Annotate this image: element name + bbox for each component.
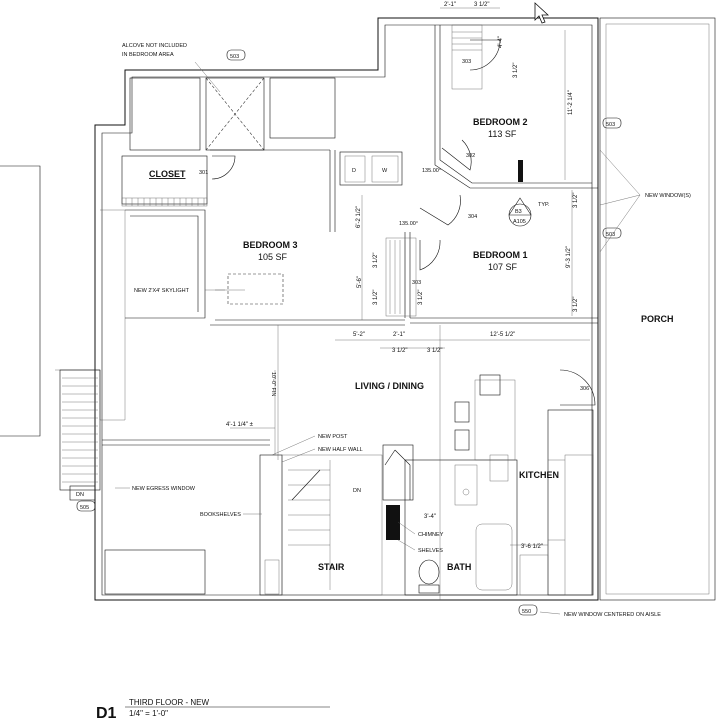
dim-top1: 2'-1"	[444, 2, 456, 8]
note-bookshelves: BOOKSHELVES	[200, 512, 241, 518]
dim-b3-5-6: 5'-6"	[357, 276, 363, 288]
window-tag-505: 505	[80, 505, 89, 511]
drawing-title: THIRD FLOOR - NEW	[129, 698, 209, 707]
dimension-labels: 2'-1" 3 1/2" 4'-4" 3 1/2" 11'-2 1/4" 6'-…	[226, 2, 579, 550]
section-num: B3	[515, 209, 522, 215]
title-block: D1 THIRD FLOOR - NEW 1/4" = 1'-0"	[96, 698, 330, 718]
bedroom1-name: BEDROOM 1	[473, 250, 528, 260]
bedroom2-area: 113 SF	[488, 129, 517, 139]
window-tags: 503 503 503 505 550	[76, 49, 622, 616]
door-tag-302: 302	[466, 153, 475, 159]
dim-bath-3-4: 3'-4"	[424, 514, 436, 520]
dryer-label: D	[352, 168, 356, 174]
drawing-code: D1	[96, 705, 117, 718]
closet-name: CLOSET	[149, 169, 186, 179]
room-labels: BEDROOM 2 113 SF BEDROOM 3 105 SF BEDROO…	[149, 117, 674, 572]
dim-b2-11: 11'-2 1/4"	[568, 90, 574, 115]
doors	[211, 39, 596, 500]
door-tag-303-upper: 303	[462, 59, 471, 65]
interior-walls	[102, 24, 598, 600]
bath-name: BATH	[447, 562, 471, 572]
dim-h-3-5b: 3 1/2"	[427, 348, 442, 354]
dim-b1-3-5b: 3 1/2"	[418, 290, 424, 305]
dimension-lines	[230, 7, 590, 546]
kitchen-name: KITCHEN	[519, 470, 559, 480]
bedroom2-name: BEDROOM 2	[473, 117, 528, 127]
note-half-wall: NEW HALF WALL	[318, 447, 363, 453]
stair-name: STAIR	[318, 562, 345, 572]
dim-b1-9-3: 9'-3 1/2"	[566, 246, 572, 268]
dim-h-2-1: 2'-1"	[393, 332, 405, 338]
dim-h-12-5: 12'-5 1/2"	[490, 332, 515, 338]
bedroom1-area: 107 SF	[488, 262, 518, 272]
dim-b3-3-5b: 3 1/2"	[373, 290, 379, 305]
porch-name: PORCH	[641, 314, 674, 324]
note-skylight: NEW 2'X4' SKYLIGHT	[134, 288, 190, 294]
window-tag-550: 550	[522, 609, 531, 615]
window-tag-503c: 503	[606, 232, 615, 238]
dim-living-4-1: 4'-1 1/4" ±	[226, 422, 254, 428]
note-alcove-1: ALCOVE NOT INCLUDED	[122, 43, 187, 49]
door-tags: 301 302 303 303 304 306	[199, 59, 589, 392]
dim-b3-6-2: 6'-2 1/2"	[356, 206, 362, 228]
left-deck: DN	[0, 165, 126, 501]
angle-label-1: 135.00°	[422, 168, 441, 174]
note-egress: NEW EGRESS WINDOW	[132, 486, 196, 492]
mouse-cursor-icon	[534, 2, 550, 24]
section-marker: B3 A105 TYP.	[508, 160, 550, 227]
dim-b2-3-5a: 3 1/2"	[513, 63, 519, 78]
window-tag-503a: 503	[230, 54, 239, 60]
angle-label-2: 135.00°	[399, 221, 418, 227]
window-tag-503b: 503	[606, 122, 615, 128]
note-window-aisle: NEW WINDOW CENTERED ON AISLE	[564, 612, 661, 618]
dim-kit-3-6: 3'-6 1/2"	[521, 544, 543, 550]
door-tag-304: 304	[468, 214, 477, 220]
washer-label: W	[382, 168, 388, 174]
exterior-walls	[94, 17, 599, 601]
living-name: LIVING / DINING	[355, 381, 424, 391]
porch	[599, 17, 716, 601]
left-cavity	[125, 209, 206, 319]
door-tag-303-lower: 303	[412, 280, 421, 286]
dim-b1-3-5c: 3 1/2"	[573, 297, 579, 312]
section-typ: TYP.	[538, 202, 550, 208]
note-chimney: CHIMNEY	[418, 532, 444, 538]
door-tag-306: 306	[580, 386, 589, 392]
dn-side-label: DN	[76, 492, 84, 498]
note-alcove-2: IN BEDROOM AREA	[122, 52, 174, 58]
note-leaders	[115, 61, 641, 615]
bedroom3-name: BEDROOM 3	[243, 240, 298, 250]
skylight-outline	[227, 273, 284, 305]
bedroom3-area: 105 SF	[258, 252, 288, 262]
dim-b3-3-5: 3 1/2"	[373, 253, 379, 268]
notes: ALCOVE NOT INCLUDED IN BEDROOM AREA NEW …	[122, 43, 691, 618]
dim-b2-4-4: 4'-4"	[498, 36, 504, 48]
note-shelves: SHELVES	[418, 548, 443, 554]
drawing-scale: 1/4" = 1'-0"	[129, 709, 168, 718]
dim-h-5-2: 5'-2"	[353, 332, 365, 338]
note-new-windows: NEW WINDOW(S)	[645, 193, 691, 199]
dim-b1-3-5a: 3 1/2"	[573, 193, 579, 208]
note-fin: 10'-0" FIN	[270, 372, 276, 396]
dim-top2: 3 1/2"	[474, 2, 489, 8]
note-new-post: NEW POST	[318, 434, 348, 440]
dim-h-3-5a: 3 1/2"	[392, 348, 407, 354]
dn-stair-label: DN	[353, 488, 361, 494]
door-tag-301: 301	[199, 170, 208, 176]
section-sheet: A105	[513, 219, 526, 225]
